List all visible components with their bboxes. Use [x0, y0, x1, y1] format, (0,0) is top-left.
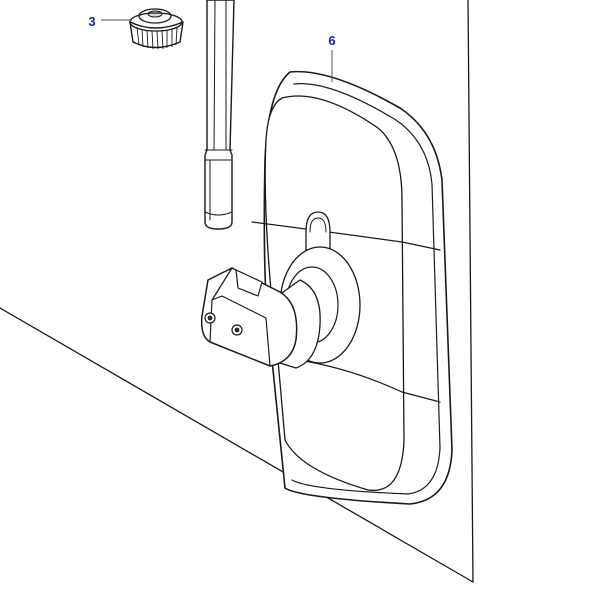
callout-6-label: 6 — [328, 33, 335, 48]
callout-3-label: 3 — [88, 14, 95, 29]
clamp-bracket — [200, 267, 298, 367]
cab-panel-outline — [0, 0, 474, 583]
mounting-rod — [204, 0, 235, 230]
knurled-knob — [129, 8, 184, 50]
